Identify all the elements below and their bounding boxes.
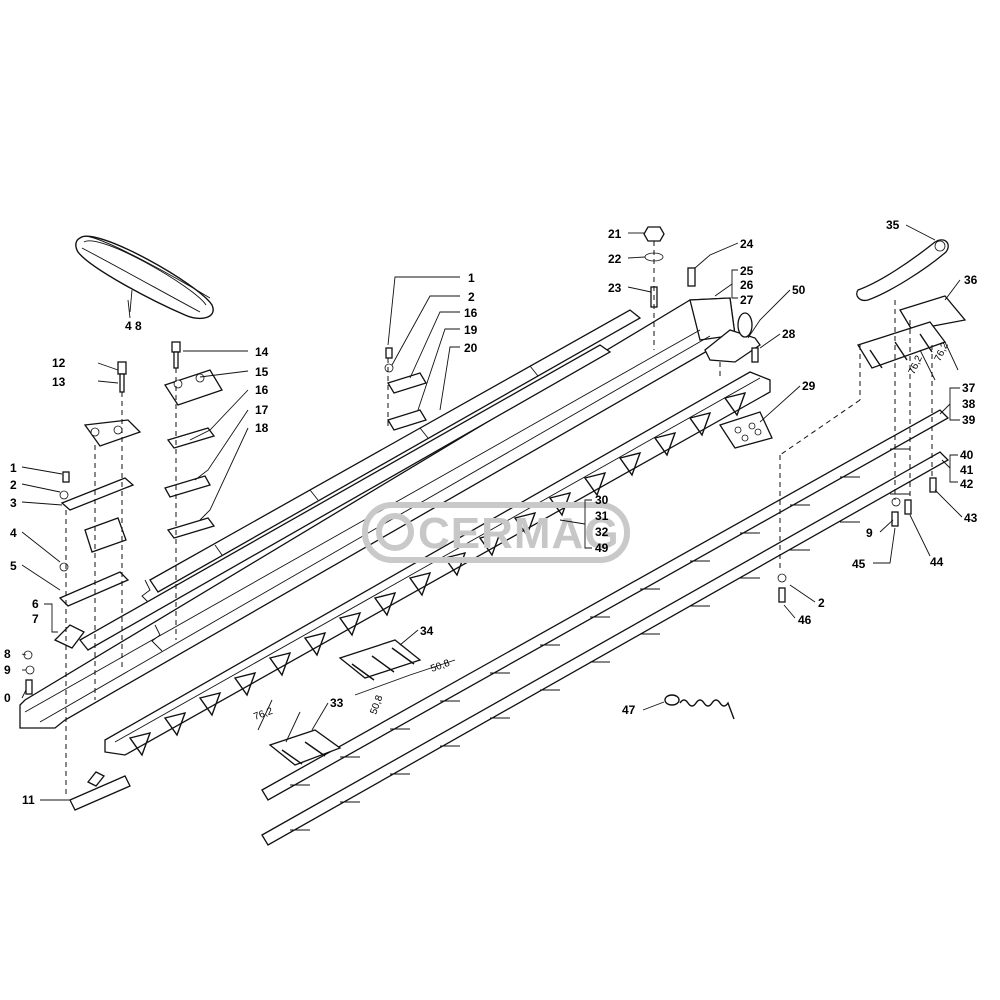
callout-12: 12 — [52, 356, 66, 370]
callout-33: 33 — [330, 696, 344, 710]
callout-3: 3 — [10, 496, 17, 510]
callout-20: 20 — [464, 341, 478, 355]
mid-plates — [384, 347, 427, 431]
guard-33 — [268, 729, 342, 766]
callout-39: 39 — [962, 413, 976, 427]
callout-17: 17 — [255, 403, 269, 417]
callout-22: 22 — [608, 252, 622, 266]
callout-40: 40 — [960, 448, 974, 462]
watermark-logo: CERMAG — [362, 502, 630, 563]
dimension-76-2-left: 76,2 — [252, 706, 274, 723]
guard-34 — [338, 639, 422, 681]
callout-48: 4 8 — [125, 319, 142, 333]
callout-11: 11 — [22, 793, 35, 807]
callout-15: 15 — [255, 365, 269, 379]
callout-7: 7 — [32, 612, 39, 626]
callout-2-top: 2 — [468, 290, 475, 304]
callout-1-top: 1 — [468, 271, 475, 285]
callout-30: 30 — [595, 493, 609, 507]
clip-plates — [163, 341, 223, 539]
callout-24: 24 — [740, 237, 754, 251]
callout-37: 37 — [962, 381, 976, 395]
callout-9-right: 9 — [866, 526, 873, 540]
spring-47 — [664, 694, 735, 720]
watermark-text: CERMAG — [418, 509, 620, 558]
callout-38: 38 — [962, 397, 976, 411]
callout-29: 29 — [802, 379, 816, 393]
dimension-50-8-b: 50,8 — [429, 658, 451, 675]
callout-1: 1 — [10, 461, 17, 475]
callout-9: 9 — [4, 663, 11, 677]
wear-strips — [261, 409, 950, 846]
bolts-right — [777, 477, 937, 603]
callout-4: 4 — [10, 526, 17, 540]
callout-5: 5 — [10, 559, 17, 573]
callout-2: 2 — [10, 478, 17, 492]
dimension-lines — [257, 341, 959, 743]
callout-0: 0 — [4, 691, 11, 705]
callout-47: 47 — [622, 703, 636, 717]
dimension-50-8-a: 50,8 — [368, 694, 385, 716]
callout-31: 31 — [595, 509, 609, 523]
callout-28: 28 — [782, 327, 796, 341]
callout-23: 23 — [608, 281, 622, 295]
callout-8: 8 — [4, 647, 11, 661]
cutter-bar-frame — [19, 297, 736, 729]
callout-41: 41 — [960, 463, 974, 477]
callout-27: 27 — [740, 293, 754, 307]
callout-42: 42 — [960, 477, 974, 491]
left-parts — [23, 361, 142, 811]
callout-19: 19 — [464, 323, 478, 337]
callout-32: 32 — [595, 525, 609, 539]
callout-44: 44 — [930, 555, 944, 569]
knife-assembly — [104, 371, 771, 757]
callout-13: 13 — [52, 375, 66, 389]
guard-36 — [857, 295, 967, 369]
callout-labels: 4 8 12 13 14 15 16 17 18 1 2 3 4 5 6 7 8… — [4, 218, 978, 807]
callout-6: 6 — [32, 597, 39, 611]
upper-strip — [79, 309, 642, 651]
callout-50: 50 — [792, 283, 806, 297]
arm-35 — [856, 239, 949, 302]
callout-34: 34 — [420, 624, 434, 638]
callout-35: 35 — [886, 218, 900, 232]
belt-48 — [75, 235, 214, 320]
callout-21: 21 — [608, 227, 622, 241]
callout-14: 14 — [255, 345, 269, 359]
callout-16-top: 16 — [464, 306, 478, 320]
callout-43: 43 — [964, 511, 978, 525]
callout-46: 46 — [798, 613, 812, 627]
callout-26: 26 — [740, 278, 754, 292]
callout-45: 45 — [852, 557, 866, 571]
plate-29 — [718, 411, 773, 449]
callout-18: 18 — [255, 421, 269, 435]
callout-49: 49 — [595, 541, 609, 555]
leader-lines — [21, 224, 963, 801]
callout-25: 25 — [740, 264, 754, 278]
assembly-lines — [65, 241, 933, 795]
callout-2-right: 2 — [818, 596, 825, 610]
callout-16: 16 — [255, 383, 269, 397]
callout-36: 36 — [964, 273, 978, 287]
